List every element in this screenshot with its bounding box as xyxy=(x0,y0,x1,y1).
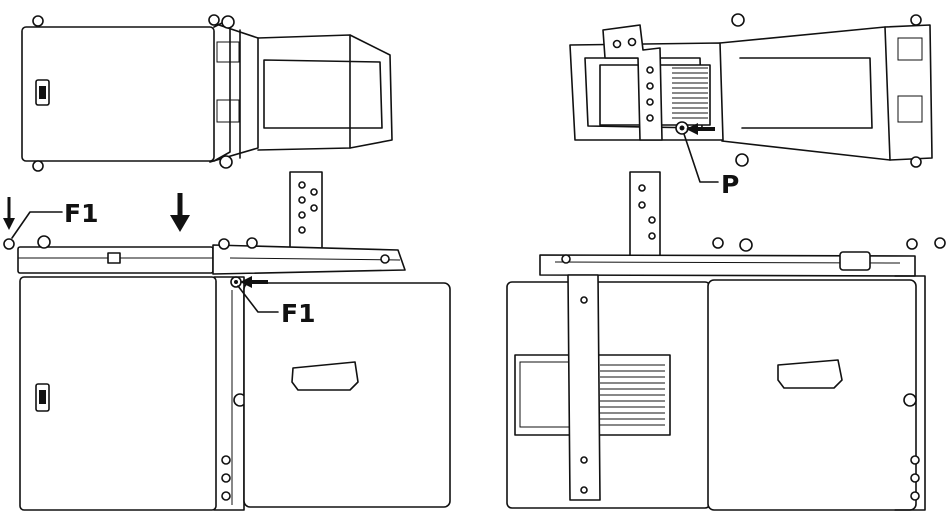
assembly-bottom-right xyxy=(506,171,946,511)
left-arrow-icon xyxy=(240,276,268,288)
assembly-bottom-left xyxy=(3,171,451,511)
leader-line-f1-top xyxy=(11,211,63,239)
leader-line-f1-side xyxy=(237,285,279,313)
heatsink-fins-lower xyxy=(600,364,665,426)
left-arrow-icon xyxy=(686,123,715,135)
down-arrow-icon xyxy=(170,193,190,232)
speaker-top-right xyxy=(569,13,933,168)
down-arrow-icon xyxy=(3,197,15,230)
callout-f1-side: F1 xyxy=(281,299,315,328)
leader-line-p xyxy=(683,133,719,183)
callout-f1-top: F1 xyxy=(64,199,98,228)
handle xyxy=(291,361,359,391)
pin-f1-top xyxy=(3,238,15,250)
heatsink-fins xyxy=(672,67,708,119)
speaker-top-left xyxy=(21,14,393,172)
callout-p: P xyxy=(721,170,739,199)
